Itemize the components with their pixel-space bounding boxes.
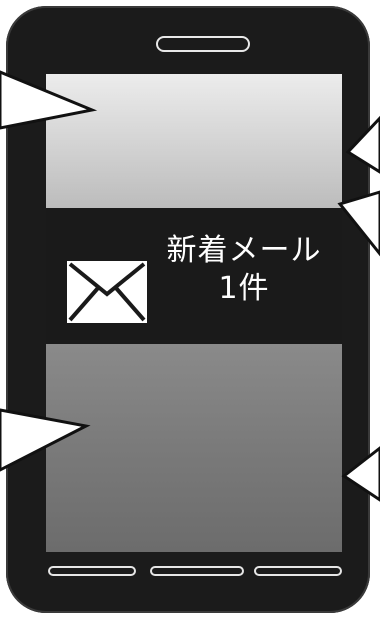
callout-pointer-bottom-left — [0, 408, 91, 472]
speaker-slot-icon — [156, 36, 250, 52]
phone-screen: 新着メール 1件 — [46, 74, 342, 552]
screen-upper-area — [46, 74, 342, 208]
callout-pointer-top-right — [345, 115, 380, 174]
nav-menu-button[interactable] — [254, 566, 342, 576]
notification-title: 新着メール — [166, 233, 322, 268]
callout-pointer-bottom-right — [341, 446, 380, 502]
screen-lower-area — [46, 344, 342, 552]
callout-pointer-top-left — [0, 70, 98, 130]
notification-count: 1件 — [218, 271, 270, 306]
notification-text: 新着メール 1件 — [154, 232, 334, 308]
nav-home-button[interactable] — [150, 566, 244, 576]
nav-back-button[interactable] — [48, 566, 136, 576]
new-mail-notification[interactable]: 新着メール 1件 — [46, 208, 342, 344]
callout-pointer-middle-right — [337, 190, 380, 257]
envelope-icon — [67, 261, 147, 323]
